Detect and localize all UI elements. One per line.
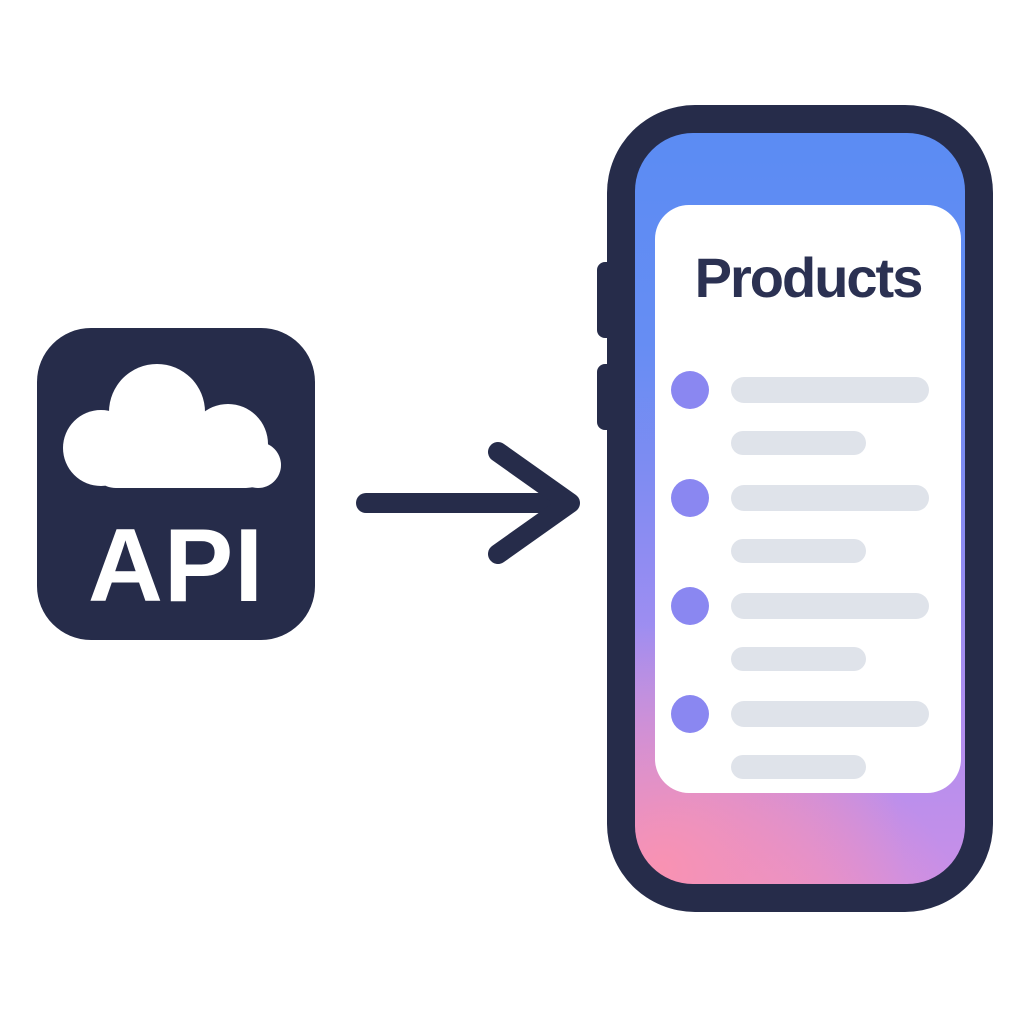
products-card: Products xyxy=(655,205,961,793)
item-line-secondary xyxy=(731,647,866,671)
phone-screen: Products xyxy=(635,133,965,884)
phone-mockup: Products xyxy=(597,105,993,912)
item-bullet-icon xyxy=(671,479,709,517)
item-bullet-icon xyxy=(671,695,709,733)
products-list xyxy=(671,371,945,779)
item-bullet-icon xyxy=(671,371,709,409)
api-icon-box: API xyxy=(37,328,315,640)
item-line-secondary xyxy=(731,431,866,455)
item-line-primary xyxy=(731,701,929,727)
list-item xyxy=(671,695,945,779)
phone-side-button-bottom xyxy=(597,364,619,430)
item-line-primary xyxy=(731,485,929,511)
item-line-secondary xyxy=(731,755,866,779)
item-line-primary xyxy=(731,593,929,619)
phone-side-button-top xyxy=(597,262,619,338)
cloud-icon xyxy=(61,362,283,496)
arrow-right-icon xyxy=(356,442,580,564)
item-bullet-icon xyxy=(671,587,709,625)
list-item xyxy=(671,371,945,455)
list-item xyxy=(671,587,945,671)
item-line-primary xyxy=(731,377,929,403)
item-line-secondary xyxy=(731,539,866,563)
products-title: Products xyxy=(694,246,924,309)
list-item xyxy=(671,479,945,563)
api-label: API xyxy=(87,508,265,624)
